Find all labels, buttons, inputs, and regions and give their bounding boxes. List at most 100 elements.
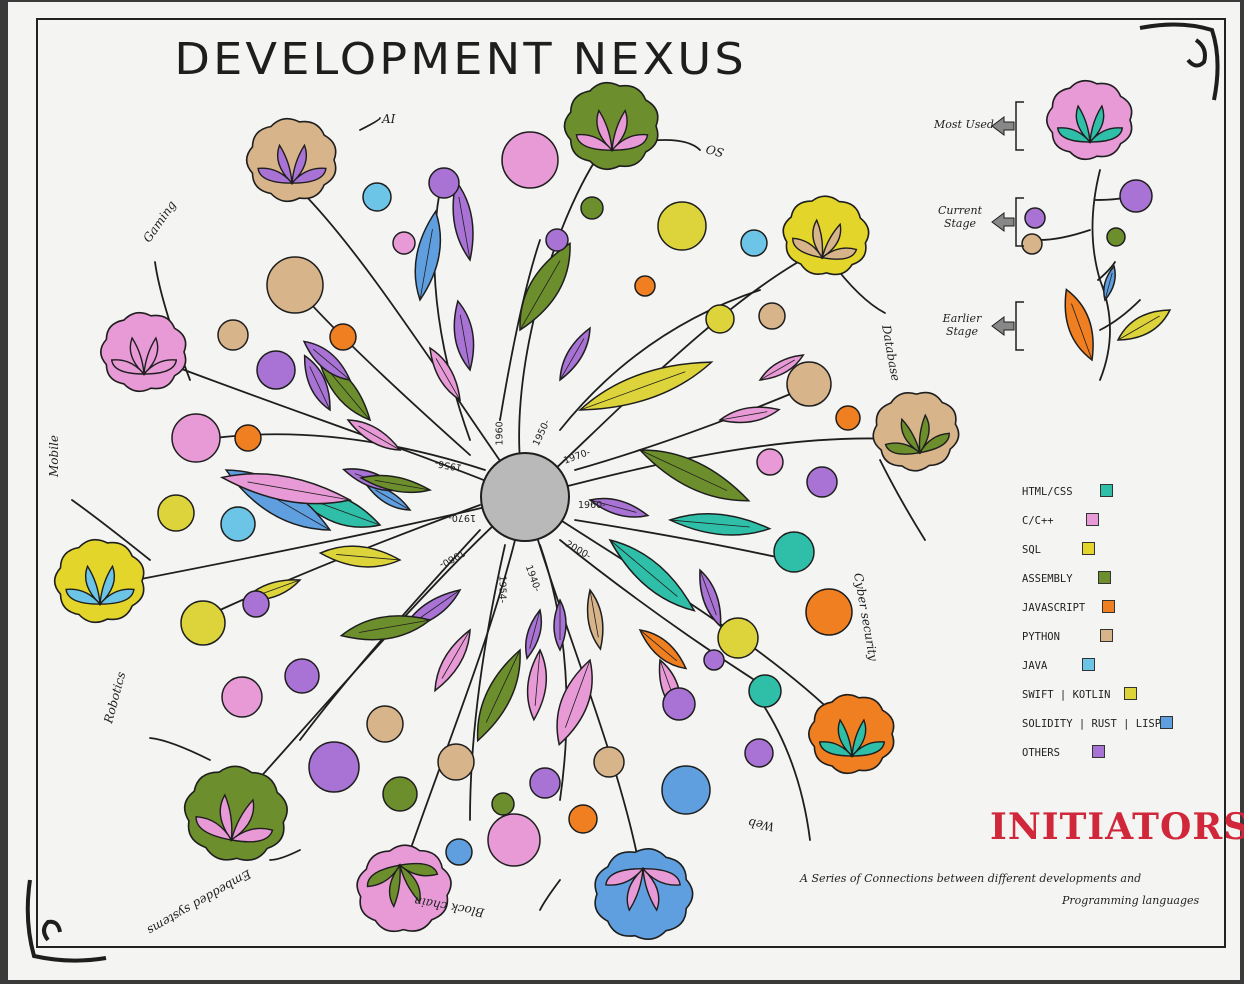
node-dot [529,767,561,799]
stem [574,519,791,561]
stem [359,117,381,131]
key-leaf-earlier [1064,288,1094,362]
legend-label: SOLIDITY | RUST | LISP [1022,718,1162,730]
stem [1039,229,1091,241]
flower-web [808,693,895,775]
leaf [608,538,696,612]
node-dot [428,167,460,199]
flower-ai [245,117,337,203]
flower-cyber-security [872,391,960,472]
leaf [718,406,781,424]
stem [1097,261,1116,281]
node-dot [308,741,360,793]
leaf [526,648,548,722]
flower-database [782,195,870,276]
caption-line-1: A Series of Connections between differen… [800,872,1142,885]
node-dot [717,617,759,659]
node-dot [366,705,404,743]
stem [149,737,211,761]
key-leaf-earlier [1103,264,1116,302]
key-bracket [1015,101,1024,151]
legend-label: HTML/CSS [1022,486,1073,498]
era-label: 1954- [496,575,508,604]
legend-label: PYTHON [1022,631,1060,643]
leaf [699,568,722,629]
caption-line-2: Programming languages [1062,894,1200,907]
stem [299,529,481,741]
leaf [414,209,442,302]
corner-ornament-top-right [1139,22,1220,101]
node-dot [756,448,784,476]
legend-item: SOLIDITY | RUST | LISP [1022,716,1192,734]
era-label: 1960- [494,417,506,446]
leaf [359,474,432,494]
node-dot [662,687,696,721]
node-dot [835,405,861,431]
legend-swatch [1086,513,1099,526]
node-dot [157,494,195,532]
legend-swatch [1160,716,1173,729]
legend-swatch [1098,571,1111,584]
corner-ornament-bottom-left [25,879,107,963]
legend-label: C/C++ [1022,515,1054,527]
key-bracket [1015,301,1024,351]
stem [1099,299,1141,331]
leaf [667,512,772,536]
key-dot-current [1106,227,1126,247]
legend-label: JAVASCRIPT [1022,602,1086,614]
leaf [318,545,402,568]
key-most-used: Most Used [934,118,994,131]
key-dot-current [1021,233,1043,255]
legend-swatch [1102,600,1115,613]
flower-gaming [100,311,187,393]
node-dot [580,196,604,220]
legend-item: PYTHON [1022,629,1192,647]
flower-block-chain [594,847,694,941]
node-dot [568,804,598,834]
node-dot [501,131,559,189]
stem [559,289,761,431]
leaf [476,648,521,743]
leaf [429,346,461,402]
node-dot [740,229,768,257]
node-dot [266,256,324,314]
legend-item: HTML/CSS [1022,484,1192,502]
legend-label: SQL [1022,544,1041,556]
poster-title: DEVELOPMENT NEXUS [174,34,747,85]
key-arrow [991,212,1015,232]
stem [399,496,526,881]
legend-item: JAVASCRIPT [1022,600,1192,618]
key-earlier-stage: Earlier Stage [942,312,982,338]
legend-label: JAVA [1022,660,1048,672]
stem [299,189,526,498]
node-dot [392,231,416,255]
node-dot [329,323,357,351]
node-dot [437,743,475,781]
leaf [346,419,402,451]
key-dot-current [1024,207,1046,229]
legend-swatch [1092,745,1105,758]
stem [539,544,568,801]
node-dot [220,506,256,542]
node-dot [593,746,625,778]
stem [759,699,811,841]
node-dot [217,319,249,351]
leaf [638,449,751,502]
node-dot [234,424,262,452]
legend-item: JAVA [1022,658,1192,676]
legend-swatch [1100,484,1113,497]
node-dot [773,531,815,573]
legend-label: SWIFT | KOTLIN [1022,689,1111,701]
leaf [556,658,593,746]
stem [199,433,486,471]
node-dot [445,838,473,866]
legend-item: OTHERS [1022,745,1192,763]
key-arrow [991,316,1015,336]
node-dot [362,182,392,212]
leaf [588,497,650,518]
leaf [519,242,571,332]
legend-swatch [1124,687,1137,700]
node-dot [786,361,832,407]
stem [524,437,911,498]
